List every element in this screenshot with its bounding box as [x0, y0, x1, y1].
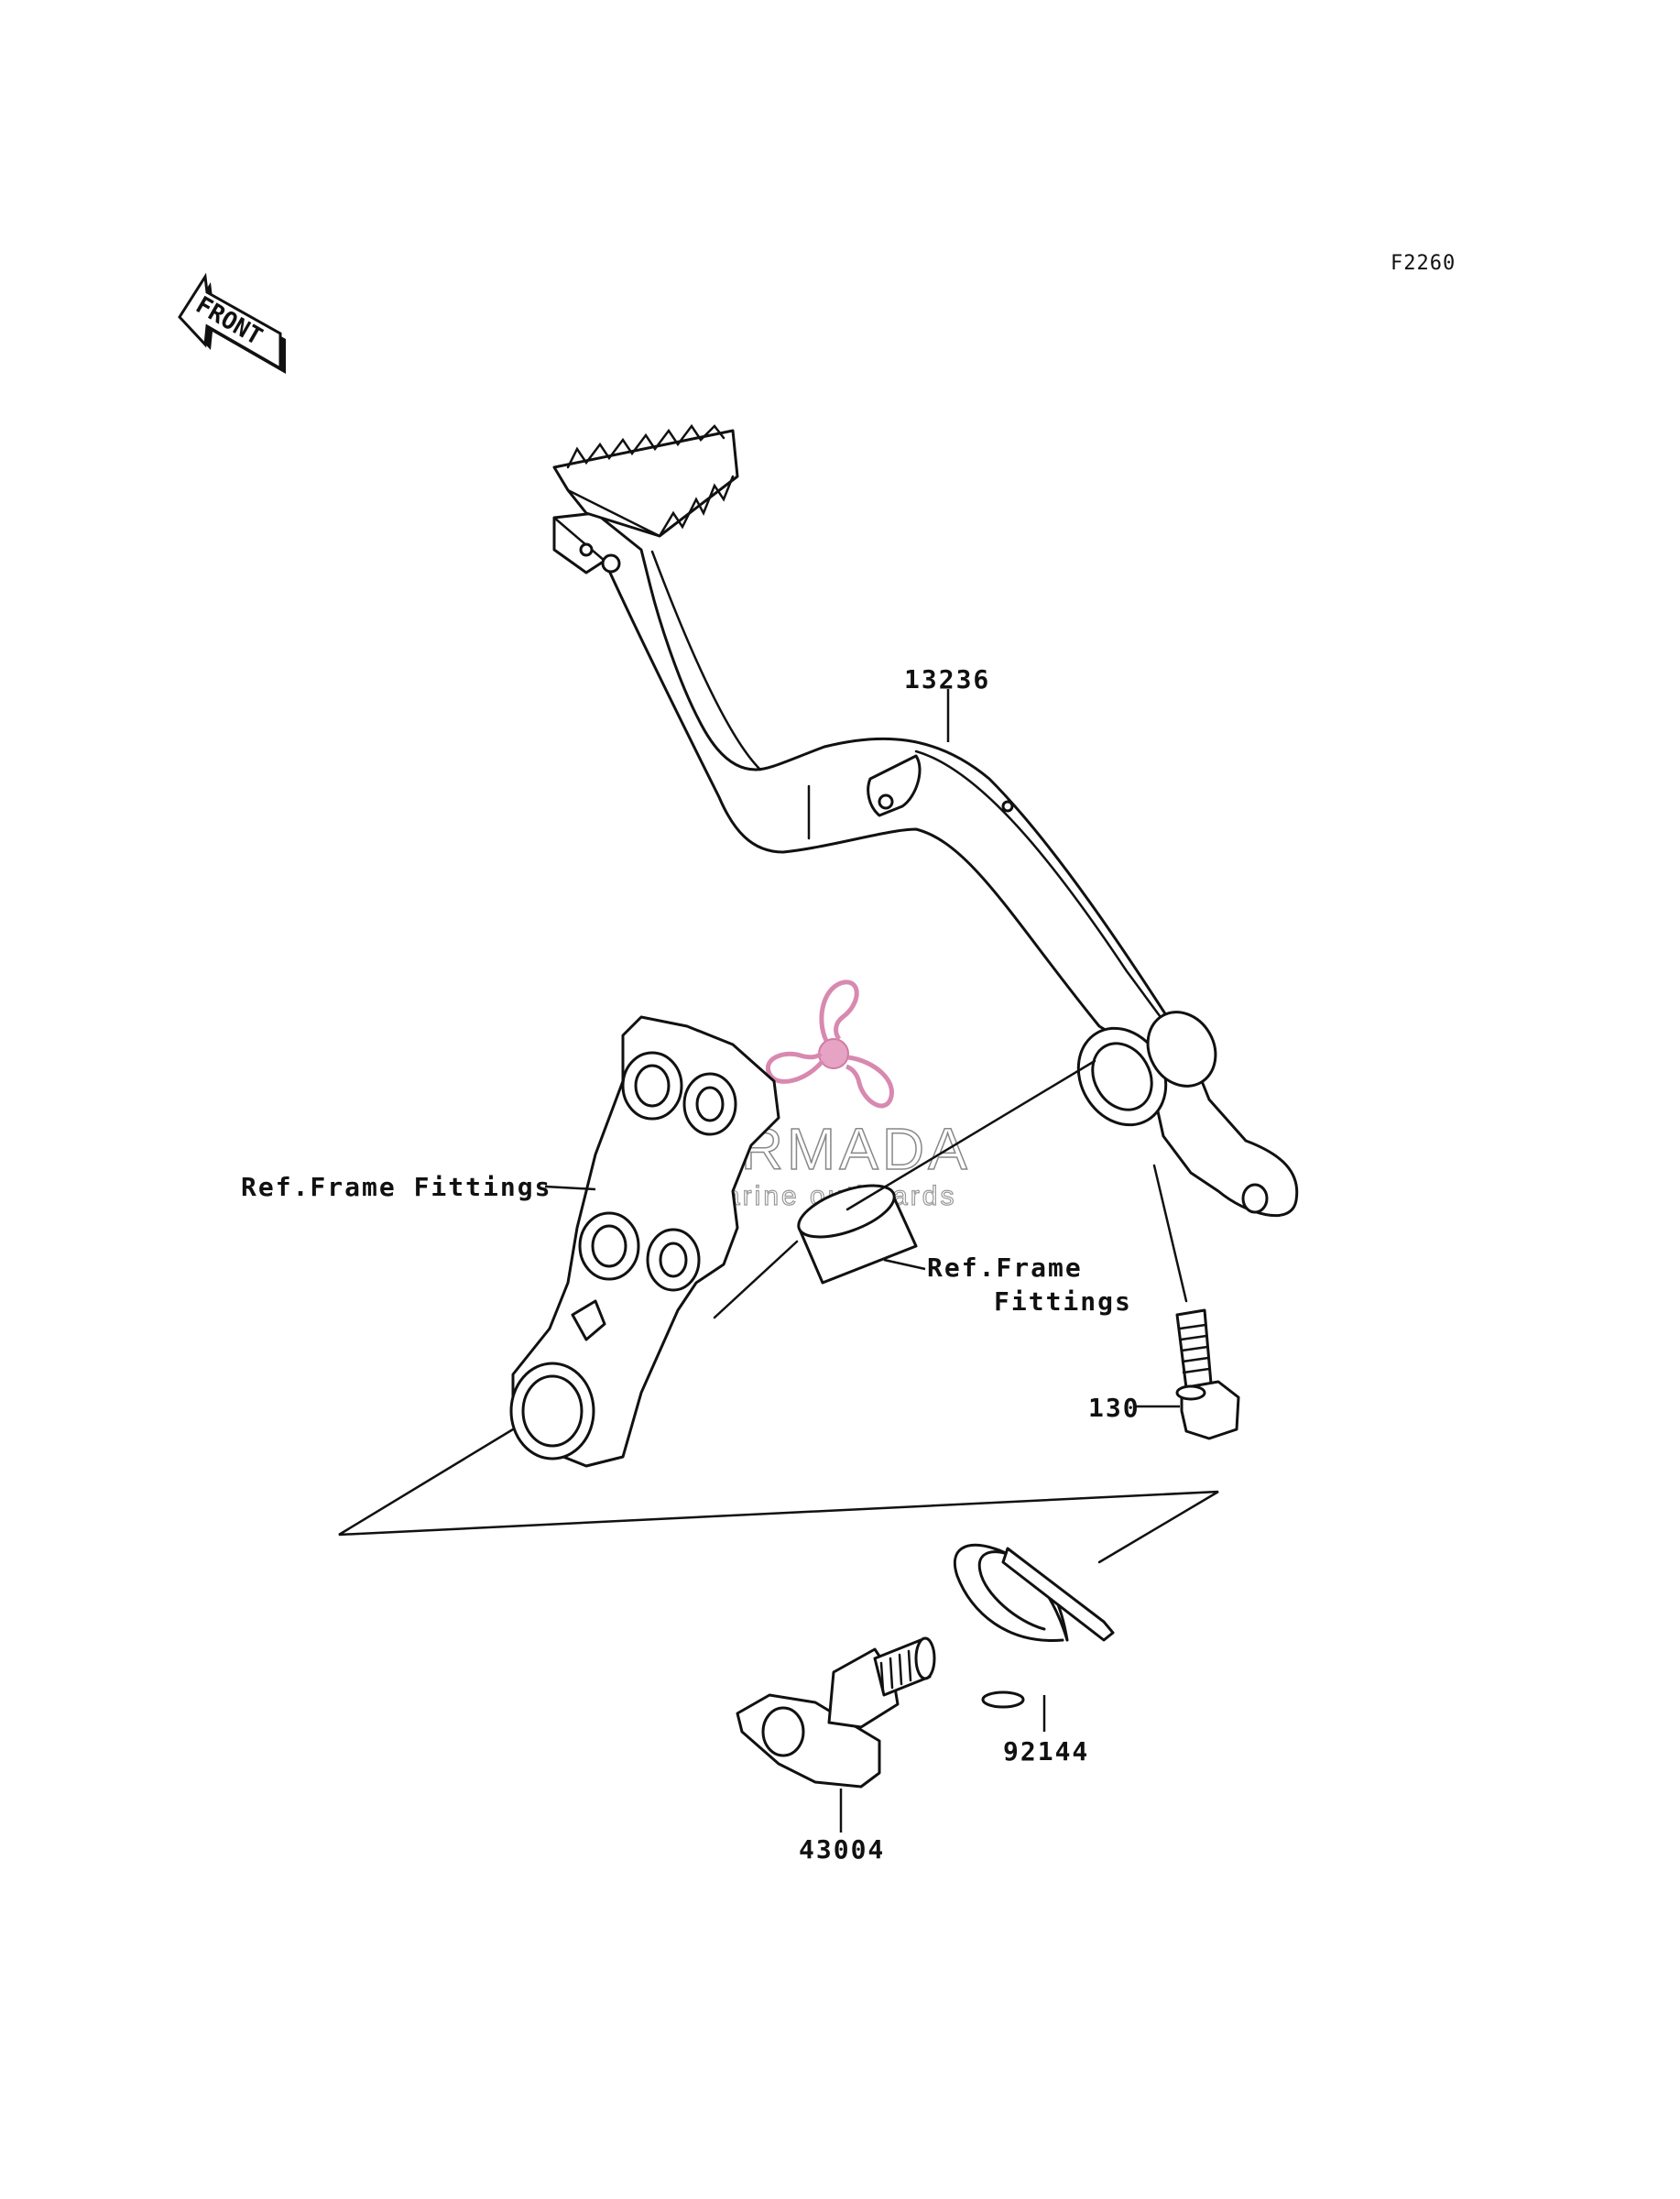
brake-pedal-part[interactable]: [552, 423, 1299, 1218]
label-43004: 43004: [799, 1834, 885, 1865]
assembly-lines: [338, 1059, 1219, 1564]
label-92144: 92144: [1003, 1736, 1089, 1767]
frame-fitting-plate: [509, 1015, 780, 1468]
spring-part[interactable]: [953, 1543, 1115, 1709]
leader-lines: [544, 689, 1180, 1832]
propeller-logo-icon: [765, 979, 894, 1109]
front-direction-arrow-icon: FRONT: [178, 272, 286, 374]
bolt-part[interactable]: [1175, 1308, 1240, 1440]
bushing-part: [797, 1184, 918, 1285]
label-ref-frame-fittings-left: Ref.Frame Fittings: [241, 1172, 551, 1202]
label-13236: 13236: [904, 664, 990, 695]
label-ref-frame-center-1: Ref.Frame: [927, 1253, 1083, 1283]
label-ref-frame-center-2: Fittings: [994, 1286, 1132, 1317]
label-130: 130: [1088, 1393, 1140, 1423]
shaft-part[interactable]: [736, 1636, 936, 1789]
figure-code: F2260: [1391, 252, 1456, 275]
